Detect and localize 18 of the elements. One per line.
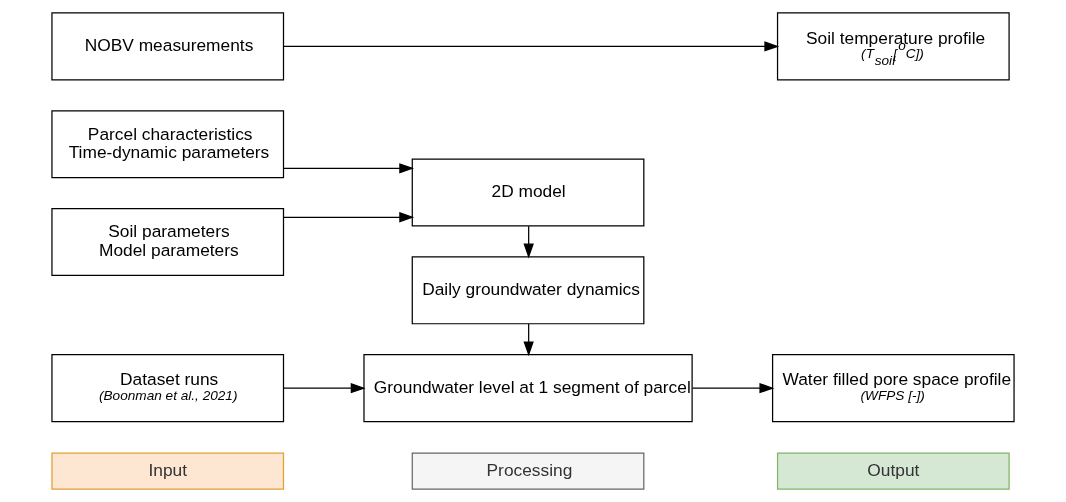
node-box: Parcel characteristics Time-dynamic parameters bbox=[51, 110, 285, 179]
arrow bbox=[523, 323, 534, 357]
node-box: Dataset runs (Boonman et al., 2021) bbox=[51, 354, 285, 423]
node-box: Water filled pore space profile (WFPS [-]) bbox=[771, 354, 1015, 423]
node-box: Processing bbox=[411, 452, 645, 490]
node-box: Soil parameters Model parameters bbox=[51, 207, 285, 277]
arrow bbox=[282, 41, 780, 52]
node-box: 2D model bbox=[411, 158, 645, 227]
node-box: NOBV measurements bbox=[51, 12, 285, 81]
node-box: Daily groundwater dynamics bbox=[411, 256, 645, 325]
node-box: Groundwater level at 1 segment of parcel bbox=[363, 354, 693, 423]
node-box: Output bbox=[776, 452, 1010, 490]
arrow bbox=[523, 225, 534, 259]
node-box: Input bbox=[51, 452, 285, 490]
arrow bbox=[283, 163, 415, 174]
arrow bbox=[283, 212, 415, 223]
arrow bbox=[691, 382, 775, 394]
arrow bbox=[283, 382, 366, 394]
